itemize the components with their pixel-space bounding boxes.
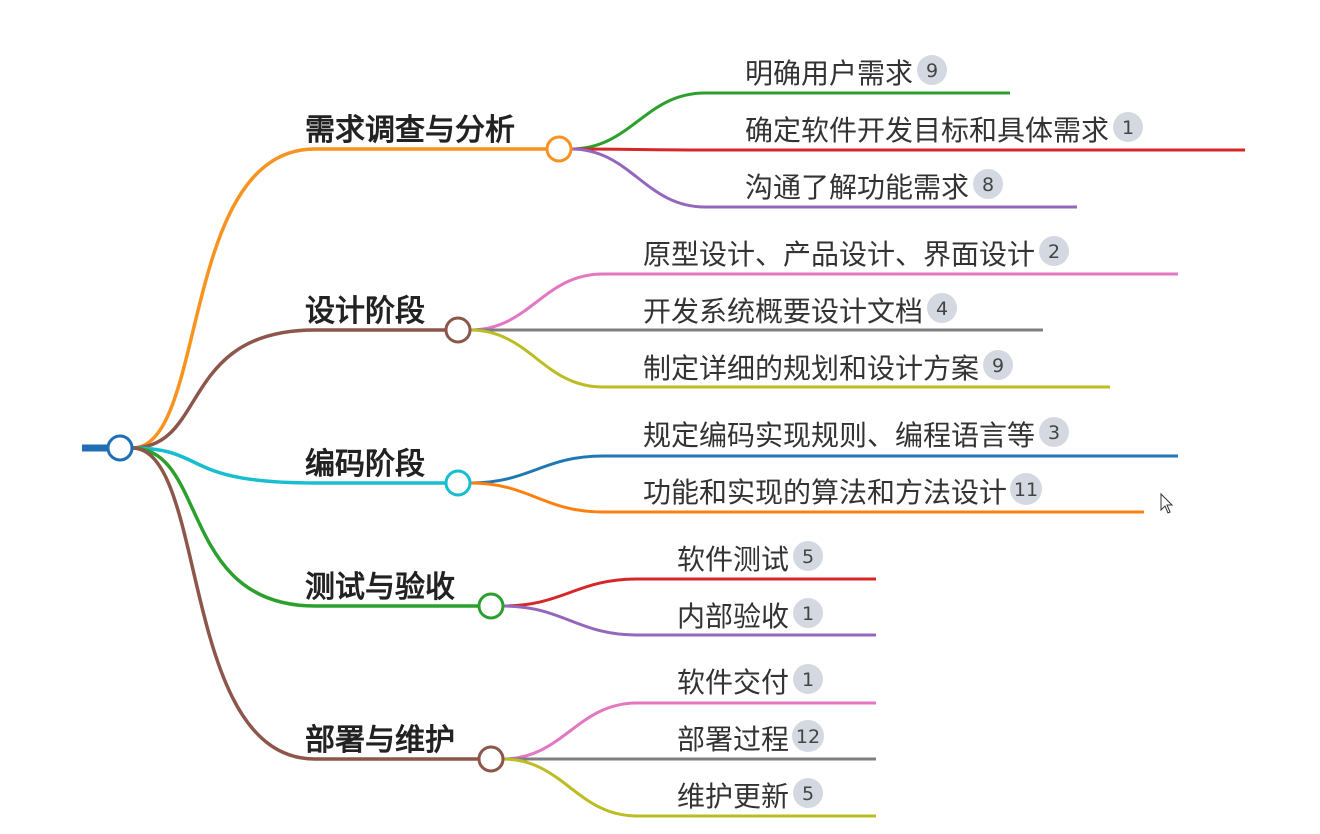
count-badge (793, 664, 824, 694)
leaf-connector (502, 577, 876, 608)
leaf-node[interactable]: 维护更新 5 (677, 778, 824, 813)
leaf-connector (570, 147, 1245, 152)
count-badge (1039, 417, 1070, 447)
root-node[interactable] (82, 434, 134, 462)
count-badge-text: 2 (1048, 241, 1060, 263)
leaf-node[interactable]: 软件测试 5 (677, 541, 824, 576)
count-badge-text: 1 (802, 669, 814, 691)
branch-title: 需求调查与分析 (305, 113, 515, 148)
leaf-label: 软件测试 (677, 543, 789, 576)
branch-title: 部署与维护 (305, 723, 455, 758)
connector-layer (131, 91, 1245, 818)
branch-title: 设计阶段 (305, 294, 425, 329)
leaf-node[interactable]: 原型设计、产品设计、界面设计 2 (643, 236, 1070, 271)
leaf-connector (469, 272, 1178, 332)
branch-node[interactable]: 部署与维护 (305, 723, 505, 773)
leaf-label: 部署过程 (677, 723, 789, 756)
count-badge-text: 3 (1048, 422, 1060, 444)
leaf-node[interactable]: 规定编码实现规则、编程语言等 3 (643, 417, 1070, 452)
leaf-label: 开发系统概要设计文档 (643, 295, 923, 328)
leaf-connector (469, 454, 1178, 485)
count-badge-text: 1 (802, 603, 814, 625)
count-badge (983, 350, 1014, 380)
count-badge-text: 9 (992, 355, 1004, 377)
leaf-connector (502, 757, 876, 818)
leaf-label: 规定编码实现规则、编程语言等 (643, 419, 1035, 452)
branch-node[interactable]: 需求调查与分析 (305, 113, 573, 163)
branch-toggle-circle[interactable] (444, 469, 472, 497)
count-badge (793, 541, 824, 571)
leaf-node[interactable]: 部署过程 12 (677, 720, 825, 756)
leaf-connector (570, 91, 1010, 151)
leaf-label: 维护更新 (677, 780, 789, 813)
leaf-label: 功能和实现的算法和方法设计 (643, 476, 1007, 509)
leaf-connector (502, 701, 876, 761)
count-badge (793, 778, 824, 808)
count-badge-text: 11 (1014, 479, 1038, 501)
count-badge (917, 55, 948, 85)
count-badge (1113, 112, 1144, 142)
count-badge-text: 5 (802, 783, 814, 805)
root-circle[interactable] (106, 434, 134, 462)
leaf-label: 明确用户需求 (745, 57, 913, 90)
branch-connector (131, 328, 446, 450)
branch-connector (131, 446, 479, 761)
count-badge (927, 293, 958, 323)
leaf-node[interactable]: 功能和实现的算法和方法设计 11 (643, 473, 1043, 509)
branch-node[interactable]: 编码阶段 (305, 447, 472, 497)
leaf-label: 确定软件开发目标和具体需求 (745, 114, 1109, 147)
count-badge-text: 9 (926, 60, 938, 82)
branch-connector (131, 147, 547, 450)
count-badge (1010, 473, 1043, 505)
branch-layer: 需求调查与分析 明确用户需求 9 确定软件开发目标和具体需求 1 沟通了解功能需求 8 设计阶… (305, 55, 1144, 813)
leaf-label: 内部验收 (677, 600, 789, 633)
leaf-label: 制定详细的规划和设计方案 (643, 352, 979, 385)
branch-toggle-circle[interactable] (477, 592, 505, 620)
branch-toggle-circle[interactable] (477, 745, 505, 773)
leaf-connector (502, 604, 876, 637)
count-badge-text: 4 (936, 298, 948, 320)
leaf-node[interactable]: 明确用户需求 9 (745, 55, 948, 90)
count-badge-text: 8 (982, 174, 994, 196)
leaf-node[interactable]: 沟通了解功能需求 8 (745, 169, 1004, 204)
count-badge (973, 169, 1004, 199)
leaf-label: 原型设计、产品设计、界面设计 (643, 238, 1035, 271)
leaf-node[interactable]: 软件交付 1 (677, 664, 824, 699)
leaf-connector (469, 328, 1110, 389)
branch-toggle-circle[interactable] (545, 135, 573, 163)
mouse-pointer-icon (1160, 492, 1174, 514)
branch-connector (131, 446, 446, 485)
count-badge-text: 1 (1122, 117, 1134, 139)
branch-toggle-circle[interactable] (444, 316, 472, 344)
branch-title: 编码阶段 (305, 447, 425, 482)
branch-node[interactable]: 设计阶段 (305, 294, 472, 344)
leaf-node[interactable]: 确定软件开发目标和具体需求 1 (745, 112, 1144, 147)
leaf-node[interactable]: 内部验收 1 (677, 598, 824, 633)
branch-title: 测试与验收 (305, 570, 455, 605)
leaf-label: 软件交付 (677, 666, 789, 699)
leaf-connector (570, 147, 1077, 209)
count-badge (792, 720, 825, 752)
count-badge (1039, 236, 1070, 266)
leaf-label: 沟通了解功能需求 (745, 171, 969, 204)
count-badge-text: 12 (796, 726, 820, 748)
branch-node[interactable]: 测试与验收 (305, 570, 505, 620)
leaf-connector (469, 481, 1144, 514)
count-badge-text: 5 (802, 546, 814, 568)
leaf-node[interactable]: 制定详细的规划和设计方案 9 (643, 350, 1014, 385)
leaf-node[interactable]: 开发系统概要设计文档 4 (643, 293, 958, 328)
branch-connector (131, 446, 479, 608)
count-badge (793, 598, 824, 628)
